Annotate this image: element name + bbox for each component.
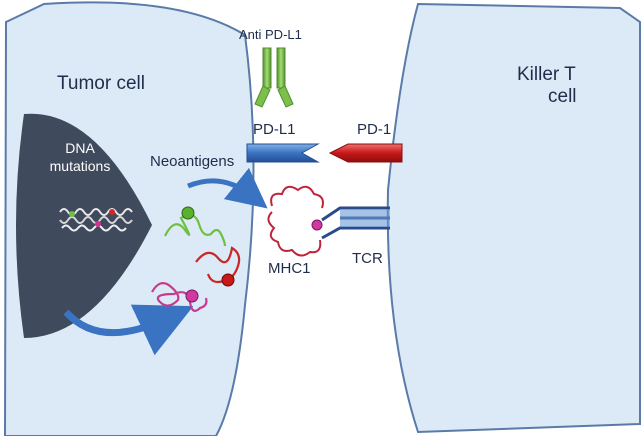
dna-strand-icon [59, 208, 133, 232]
translation-arrow [63, 304, 194, 356]
pd1-receptor [328, 143, 403, 163]
mhc1-molecule-icon [267, 185, 324, 257]
killer-t-cell-label-line1: Killer T [517, 64, 576, 85]
tcr-label: TCR [352, 250, 383, 267]
tcr-body [340, 209, 390, 227]
antibody-icon [254, 47, 294, 108]
protein-magenta [151, 282, 208, 312]
mhc1-label: MHC1 [268, 260, 311, 277]
killer-t-cell-label-line2: cell [548, 86, 577, 107]
anti-pdl1-label: Anti PD-L1 [239, 27, 302, 42]
mhc1-peptide-bead [311, 219, 323, 231]
protein-green [164, 213, 227, 247]
protein-green-bead [181, 206, 195, 220]
pdl1-receptor [246, 143, 320, 163]
protein-magenta-bead [185, 289, 199, 303]
dna-label-line2: mutations [49, 158, 111, 174]
neoantigen-arrow [187, 167, 268, 209]
pd1-label: PD-1 [357, 121, 392, 138]
pdl1-label: PD-L1 [253, 121, 296, 138]
protein-red-bead [221, 273, 235, 287]
killer-t-cell [386, 2, 641, 434]
neoantigens-label: Neoantigens [150, 153, 235, 170]
dna-label-line1: DNA [65, 140, 95, 156]
tumor-cell-label: Tumor cell [57, 73, 145, 94]
